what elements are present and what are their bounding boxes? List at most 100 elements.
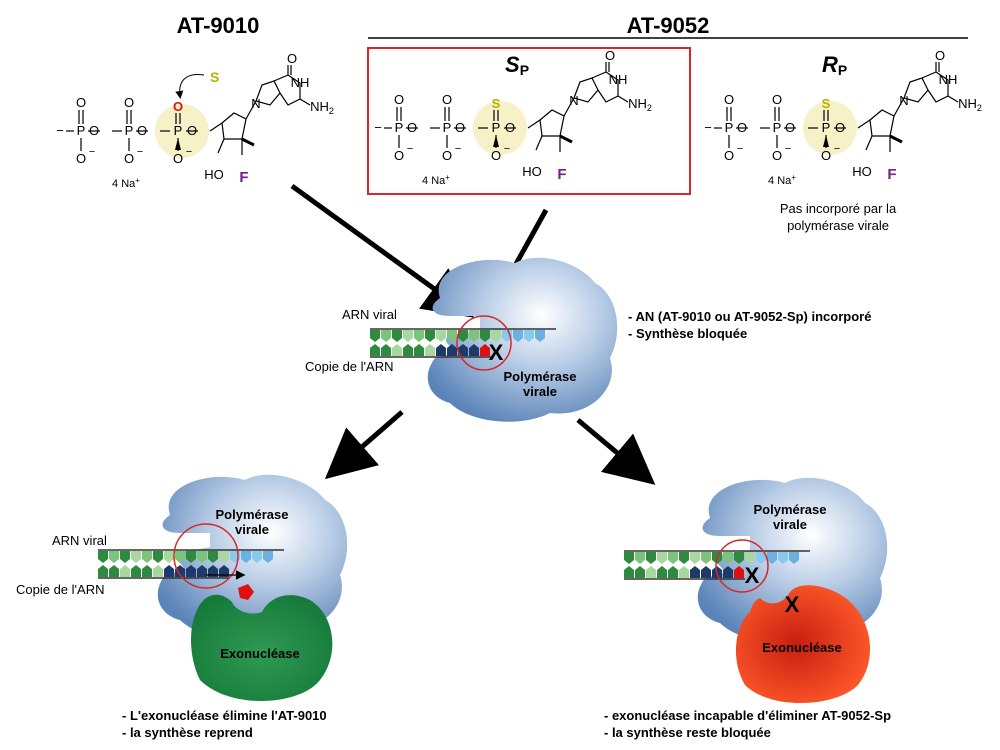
copy-nucleotide: [370, 344, 380, 356]
rp-note-line1: Pas incorporé par la: [780, 201, 897, 216]
svg-text:O: O: [173, 151, 183, 166]
center-polymerase-label-1: Polymérase: [504, 369, 577, 384]
svg-text:P: P: [492, 120, 501, 135]
svg-text:O: O: [772, 148, 782, 163]
svg-text:−: −: [56, 123, 64, 138]
copy-nucleotide: [208, 565, 218, 577]
copy-nucleotide: [657, 566, 667, 578]
rp-note-line2: polymérase virale: [787, 218, 889, 233]
rna-nucleotide: [425, 330, 435, 342]
rna-nucleotide: [657, 552, 667, 564]
left-rna-copy-label: Copie de l'ARN: [16, 582, 104, 597]
svg-text:O: O: [835, 120, 845, 135]
svg-text:O: O: [442, 92, 452, 107]
center-block-mark: X: [489, 340, 504, 365]
rp-molecule: − P O P O P O O O S O − O − O − HO F N N…: [704, 48, 982, 187]
copy-nucleotide: [219, 565, 229, 577]
left-polymerase-label-1: Polymérase: [216, 507, 289, 522]
right-note-line2: - la synthèse reste bloquée: [604, 725, 771, 740]
rna-nucleotide: [436, 330, 446, 342]
rna-nucleotide: [458, 330, 468, 342]
rna-nucleotide: [131, 551, 141, 563]
copy-nucleotide: [701, 566, 711, 578]
svg-text:O: O: [124, 151, 134, 166]
rna-nucleotide: [745, 552, 755, 564]
rna-nucleotide: [635, 552, 645, 564]
rna-nucleotide: [469, 330, 479, 342]
rna-nucleotide: [491, 330, 501, 342]
right-exonuclease-label: Exonucléase: [762, 640, 842, 655]
right-polymerase-label-1: Polymérase: [754, 502, 827, 517]
rna-nucleotide: [668, 552, 678, 564]
copy-nucleotide: [186, 565, 196, 577]
svg-text:O: O: [442, 148, 452, 163]
copy-nucleotide: [425, 344, 435, 356]
rna-nucleotide: [98, 551, 108, 563]
sp-label: SP: [505, 52, 529, 78]
svg-text:P: P: [395, 120, 404, 135]
sulfur-swap-label: S: [210, 69, 219, 85]
sp-highlight-box: [367, 47, 691, 195]
svg-text:F: F: [887, 166, 896, 183]
svg-text:O: O: [724, 148, 734, 163]
rna-nucleotide: [241, 551, 251, 563]
rna-nucleotide: [535, 330, 545, 342]
rp-label: RP: [822, 52, 847, 78]
copy-nucleotide: [403, 344, 413, 356]
copy-nucleotide: [164, 565, 174, 577]
rna-nucleotide: [480, 330, 490, 342]
svg-text:S: S: [822, 96, 831, 111]
copy-nucleotide: [98, 565, 108, 577]
sulfur-swap-arrow: [175, 73, 205, 99]
svg-text:N: N: [251, 96, 260, 111]
svg-text:NH: NH: [609, 72, 628, 87]
svg-text:−: −: [704, 120, 712, 135]
left-polymerase-label-2: virale: [235, 522, 269, 537]
svg-text:O: O: [785, 120, 795, 135]
rna-nucleotide: [513, 330, 523, 342]
svg-text:O: O: [935, 48, 945, 63]
right-active-site-circle: [715, 539, 769, 593]
rna-nucleotide: [120, 551, 130, 563]
svg-text:−: −: [834, 143, 840, 155]
rna-nucleotide: [646, 552, 656, 564]
svg-text:O: O: [821, 148, 831, 163]
svg-text:O: O: [605, 48, 615, 63]
copy-nucleotide: [436, 344, 446, 356]
rna-nucleotide: [197, 551, 207, 563]
center-polymerase-label-2: virale: [523, 384, 557, 399]
svg-text:O: O: [491, 148, 501, 163]
copy-nucleotide: [458, 344, 468, 356]
copy-nucleotide: [120, 565, 130, 577]
svg-text:P: P: [773, 120, 782, 135]
rna-nucleotide: [756, 552, 766, 564]
svg-text:O: O: [187, 123, 197, 138]
rna-nucleotide: [734, 552, 744, 564]
rna-nucleotide: [219, 551, 229, 563]
svg-text:HO: HO: [204, 167, 224, 182]
arrow-to-left-outcome: [324, 410, 404, 480]
copy-nucleotide: [723, 566, 733, 578]
copy-nucleotide: [414, 344, 424, 356]
copy-nucleotide: [197, 565, 207, 577]
svg-text:−: −: [89, 146, 95, 158]
svg-text:P: P: [443, 120, 452, 135]
svg-text:S: S: [492, 96, 501, 111]
copy-nucleotide: [646, 566, 656, 578]
left-viral-rna-label: ARN viral: [52, 533, 107, 548]
svg-text:NH2: NH2: [958, 96, 982, 113]
right-polymerase-label-2: virale: [773, 517, 807, 532]
copy-nucleotide: [469, 344, 479, 356]
center-note-line2: - Synthèse bloquée: [628, 326, 747, 341]
rna-nucleotide: [142, 551, 152, 563]
svg-text:O: O: [724, 92, 734, 107]
rna-nucleotide: [723, 552, 733, 564]
svg-text:P: P: [77, 123, 86, 138]
copy-nucleotide: [109, 565, 119, 577]
left-rna-strand: [98, 549, 284, 579]
svg-text:O: O: [772, 92, 782, 107]
copy-nucleotide: [175, 565, 185, 577]
rna-nucleotide: [109, 551, 119, 563]
right-note-line1: - exonucléase incapable d'éliminer AT-90…: [604, 708, 891, 723]
